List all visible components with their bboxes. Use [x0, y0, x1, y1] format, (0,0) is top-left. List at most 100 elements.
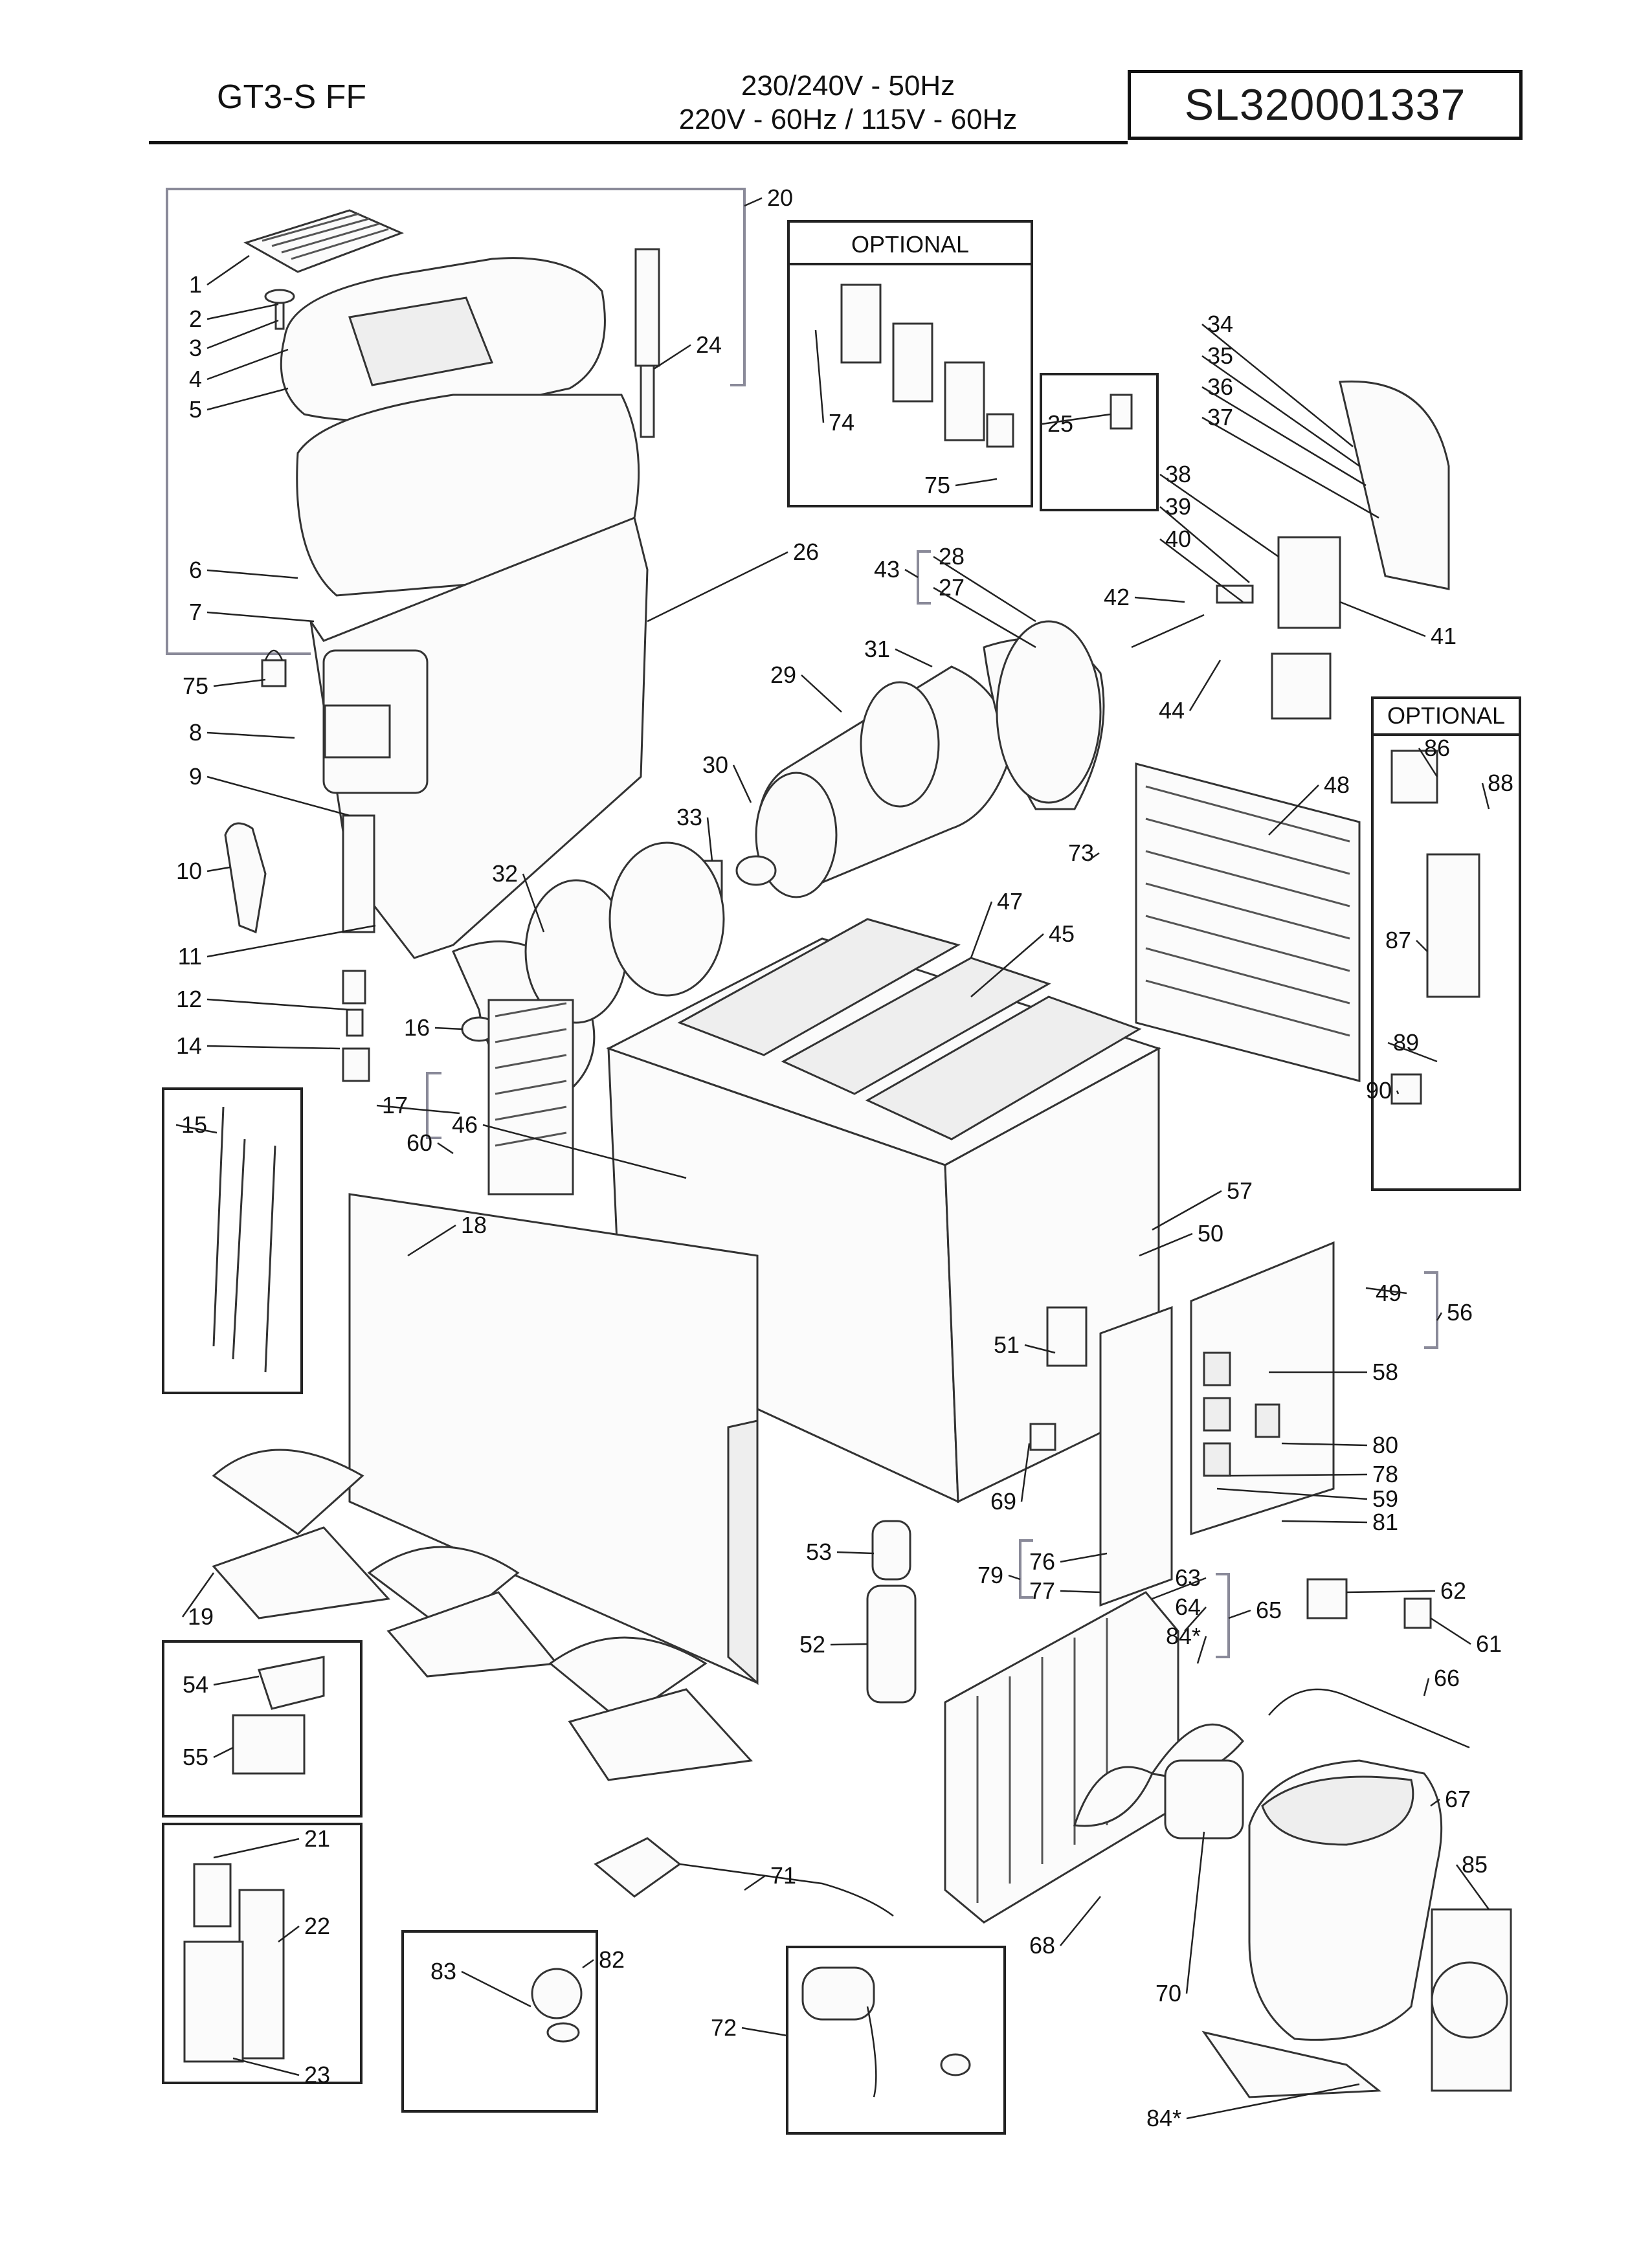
- gear-motor: [1131, 380, 1450, 720]
- optional-box-top: [787, 220, 1033, 507]
- callout-17: 17: [382, 1092, 408, 1118]
- callout-89: 89: [1393, 1029, 1419, 1056]
- leader-line: [232, 2057, 300, 2076]
- leader-line: [1134, 596, 1185, 603]
- relay-55: [232, 1714, 306, 1775]
- leader-line: [206, 569, 298, 579]
- rear-grille-48: [1135, 762, 1361, 1082]
- optional-taps: [840, 284, 1014, 448]
- leader-line: [1416, 940, 1428, 952]
- bar-22: [238, 1889, 285, 2060]
- callout-32: 32: [492, 860, 518, 887]
- leader-line: [830, 1643, 868, 1646]
- leader-line: [1139, 1232, 1193, 1257]
- sensor-25: [1110, 394, 1133, 430]
- callout-64: 64: [1175, 1594, 1201, 1620]
- leader-line: [206, 348, 289, 381]
- leader-line: [1346, 1590, 1436, 1594]
- leader-line: [1229, 1473, 1368, 1477]
- leader-line: [1423, 1678, 1430, 1696]
- leader-line: [933, 586, 1036, 649]
- callout-23: 23: [304, 2062, 330, 2088]
- leader-line: [744, 197, 763, 207]
- callout-58: 58: [1372, 1359, 1398, 1385]
- callout-36: 36: [1207, 373, 1233, 400]
- callout-47: 47: [997, 888, 1023, 915]
- callout-54: 54: [183, 1671, 208, 1698]
- callout-66: 66: [1434, 1665, 1460, 1691]
- callout-57: 57: [1227, 1177, 1253, 1204]
- callout-78: 78: [1372, 1461, 1398, 1487]
- box-21-23: [162, 1823, 363, 2084]
- grille-17: [487, 999, 574, 1195]
- callout-44: 44: [1159, 697, 1185, 724]
- leader-line: [1024, 1344, 1056, 1354]
- optional-box-right: [1371, 696, 1521, 1191]
- callout-56: 56: [1447, 1299, 1473, 1326]
- leader-line: [1020, 1443, 1031, 1502]
- leader-line: [1387, 1041, 1438, 1063]
- callout-51: 51: [994, 1331, 1020, 1358]
- leader-line: [206, 319, 279, 350]
- callout-16: 16: [404, 1014, 430, 1041]
- leader-line: [206, 303, 279, 320]
- leader-line: [1396, 1090, 1400, 1095]
- leader-line: [407, 1224, 456, 1257]
- leader-line: [744, 1874, 766, 1891]
- callout-67: 67: [1445, 1786, 1471, 1812]
- module-23: [183, 1940, 244, 2063]
- leader-line: [1060, 1552, 1108, 1563]
- box-72: [786, 1946, 1006, 2135]
- callout-12: 12: [176, 986, 202, 1012]
- leader-line: [213, 1675, 260, 1686]
- callout-37: 37: [1207, 404, 1233, 430]
- leader-line: [206, 254, 250, 286]
- fan-motor-70: [1164, 1759, 1244, 1840]
- dispenser: [224, 704, 391, 1082]
- callout-26: 26: [793, 539, 819, 565]
- callout-86: 86: [1424, 735, 1450, 761]
- callout-11: 11: [178, 943, 202, 970]
- relay-61-62: [1306, 1578, 1432, 1629]
- leader-line: [434, 1027, 463, 1030]
- leader-line: [1087, 852, 1100, 862]
- disc-83: [546, 2022, 580, 2043]
- callout-48: 48: [1324, 772, 1350, 798]
- lock-75: [261, 649, 287, 687]
- callout-81: 81: [1372, 1509, 1398, 1535]
- leader-line: [1281, 1520, 1368, 1524]
- callout-55: 55: [183, 1744, 208, 1770]
- bowl-assembly-bracket: [166, 188, 746, 655]
- leader-line: [970, 901, 993, 959]
- leader-line: [955, 478, 998, 487]
- callout-60: 60: [407, 1129, 432, 1156]
- leader-line: [1481, 783, 1490, 810]
- leader-line: [1201, 355, 1360, 467]
- callout-84*: 84*: [1146, 2105, 1181, 2131]
- callout-18: 18: [461, 1212, 487, 1238]
- callout-62: 62: [1440, 1577, 1466, 1604]
- callout-2: 2: [189, 306, 202, 332]
- leader-line: [1268, 784, 1319, 836]
- leader-line: [732, 764, 752, 803]
- leader-line: [1152, 1190, 1222, 1231]
- callout-82: 82: [599, 1946, 625, 1973]
- leader-line: [1455, 1864, 1490, 1910]
- leader-line: [1430, 1798, 1440, 1807]
- condenser: [944, 1591, 1179, 1924]
- bracket-54: [258, 1656, 325, 1710]
- box-82-83: [401, 1930, 598, 2113]
- leader-line: [206, 1045, 340, 1050]
- leader-line: [933, 555, 1036, 623]
- callout-5: 5: [189, 396, 202, 423]
- leader-line: [1365, 1287, 1407, 1295]
- model-title: GT3-S FF: [217, 78, 367, 116]
- callout-61: 61: [1476, 1630, 1502, 1657]
- leader-line: [1430, 1617, 1471, 1645]
- heater-wire-66: [1268, 1688, 1470, 1749]
- leader-line: [376, 1104, 460, 1115]
- serial-number-box: SL320001337: [1128, 70, 1523, 140]
- leader-line: [1216, 1487, 1368, 1500]
- leader-line: [1042, 413, 1111, 425]
